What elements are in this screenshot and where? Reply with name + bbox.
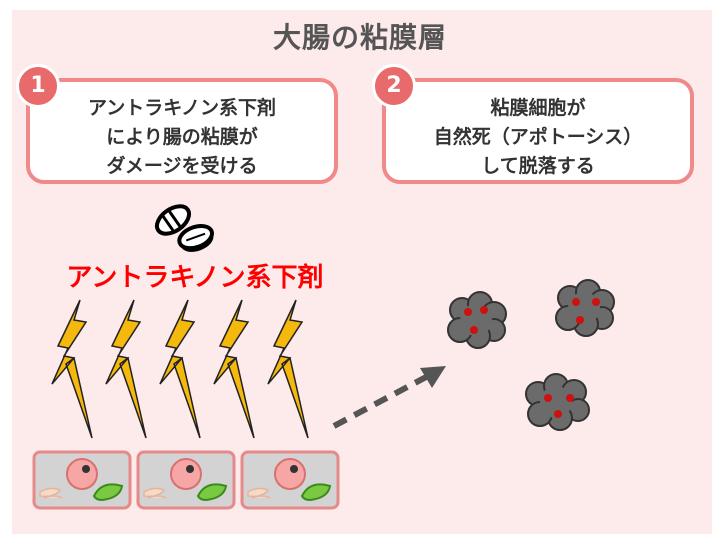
- lightning-icon: [213, 299, 255, 439]
- dead-cell-icon: [447, 291, 507, 349]
- step-1-line-2: により腸の粘膜が: [106, 126, 258, 148]
- page-title: 大腸の粘膜層: [272, 21, 447, 54]
- step-1-line-3: ダメージを受ける: [106, 155, 258, 177]
- dead-cells: [447, 279, 615, 431]
- step-2-badge: 2: [372, 64, 416, 108]
- step-1-badge: 1: [16, 64, 60, 108]
- lightning-icon: [159, 299, 201, 439]
- step-1-card: アントラキノン系下剤 により腸の粘膜が ダメージを受ける: [26, 78, 338, 184]
- pill-icon: [154, 204, 214, 252]
- dead-cell-icon: [555, 279, 615, 337]
- mucosa-cells: [32, 450, 340, 510]
- step-2-line-1: 粘膜細胞が: [490, 97, 586, 119]
- step-2-text: 粘膜細胞が 自然死（アポトーシス） して脱落する: [386, 94, 690, 181]
- drug-label: アントラキノン系下剤: [66, 263, 324, 293]
- step-2-line-3: して脱落する: [481, 155, 595, 177]
- step-2-card: 粘膜細胞が 自然死（アポトーシス） して脱落する: [382, 78, 694, 184]
- lightning-icon: [51, 299, 93, 439]
- lightning-bolts: [51, 299, 309, 439]
- dead-cell-icon: [525, 373, 590, 431]
- dashed-arrow-icon: [332, 366, 446, 429]
- lightning-icon: [267, 299, 309, 439]
- mucosa-cell-icon: [136, 450, 236, 510]
- step-2-line-2: 自然死（アポトーシス）: [433, 126, 643, 148]
- lightning-icon: [105, 299, 147, 439]
- mucosa-cell-icon: [240, 450, 340, 510]
- step-1-text: アントラキノン系下剤 により腸の粘膜が ダメージを受ける: [30, 94, 334, 181]
- mucosa-cell-icon: [32, 450, 132, 510]
- step-1-line-1: アントラキノン系下剤: [88, 97, 276, 119]
